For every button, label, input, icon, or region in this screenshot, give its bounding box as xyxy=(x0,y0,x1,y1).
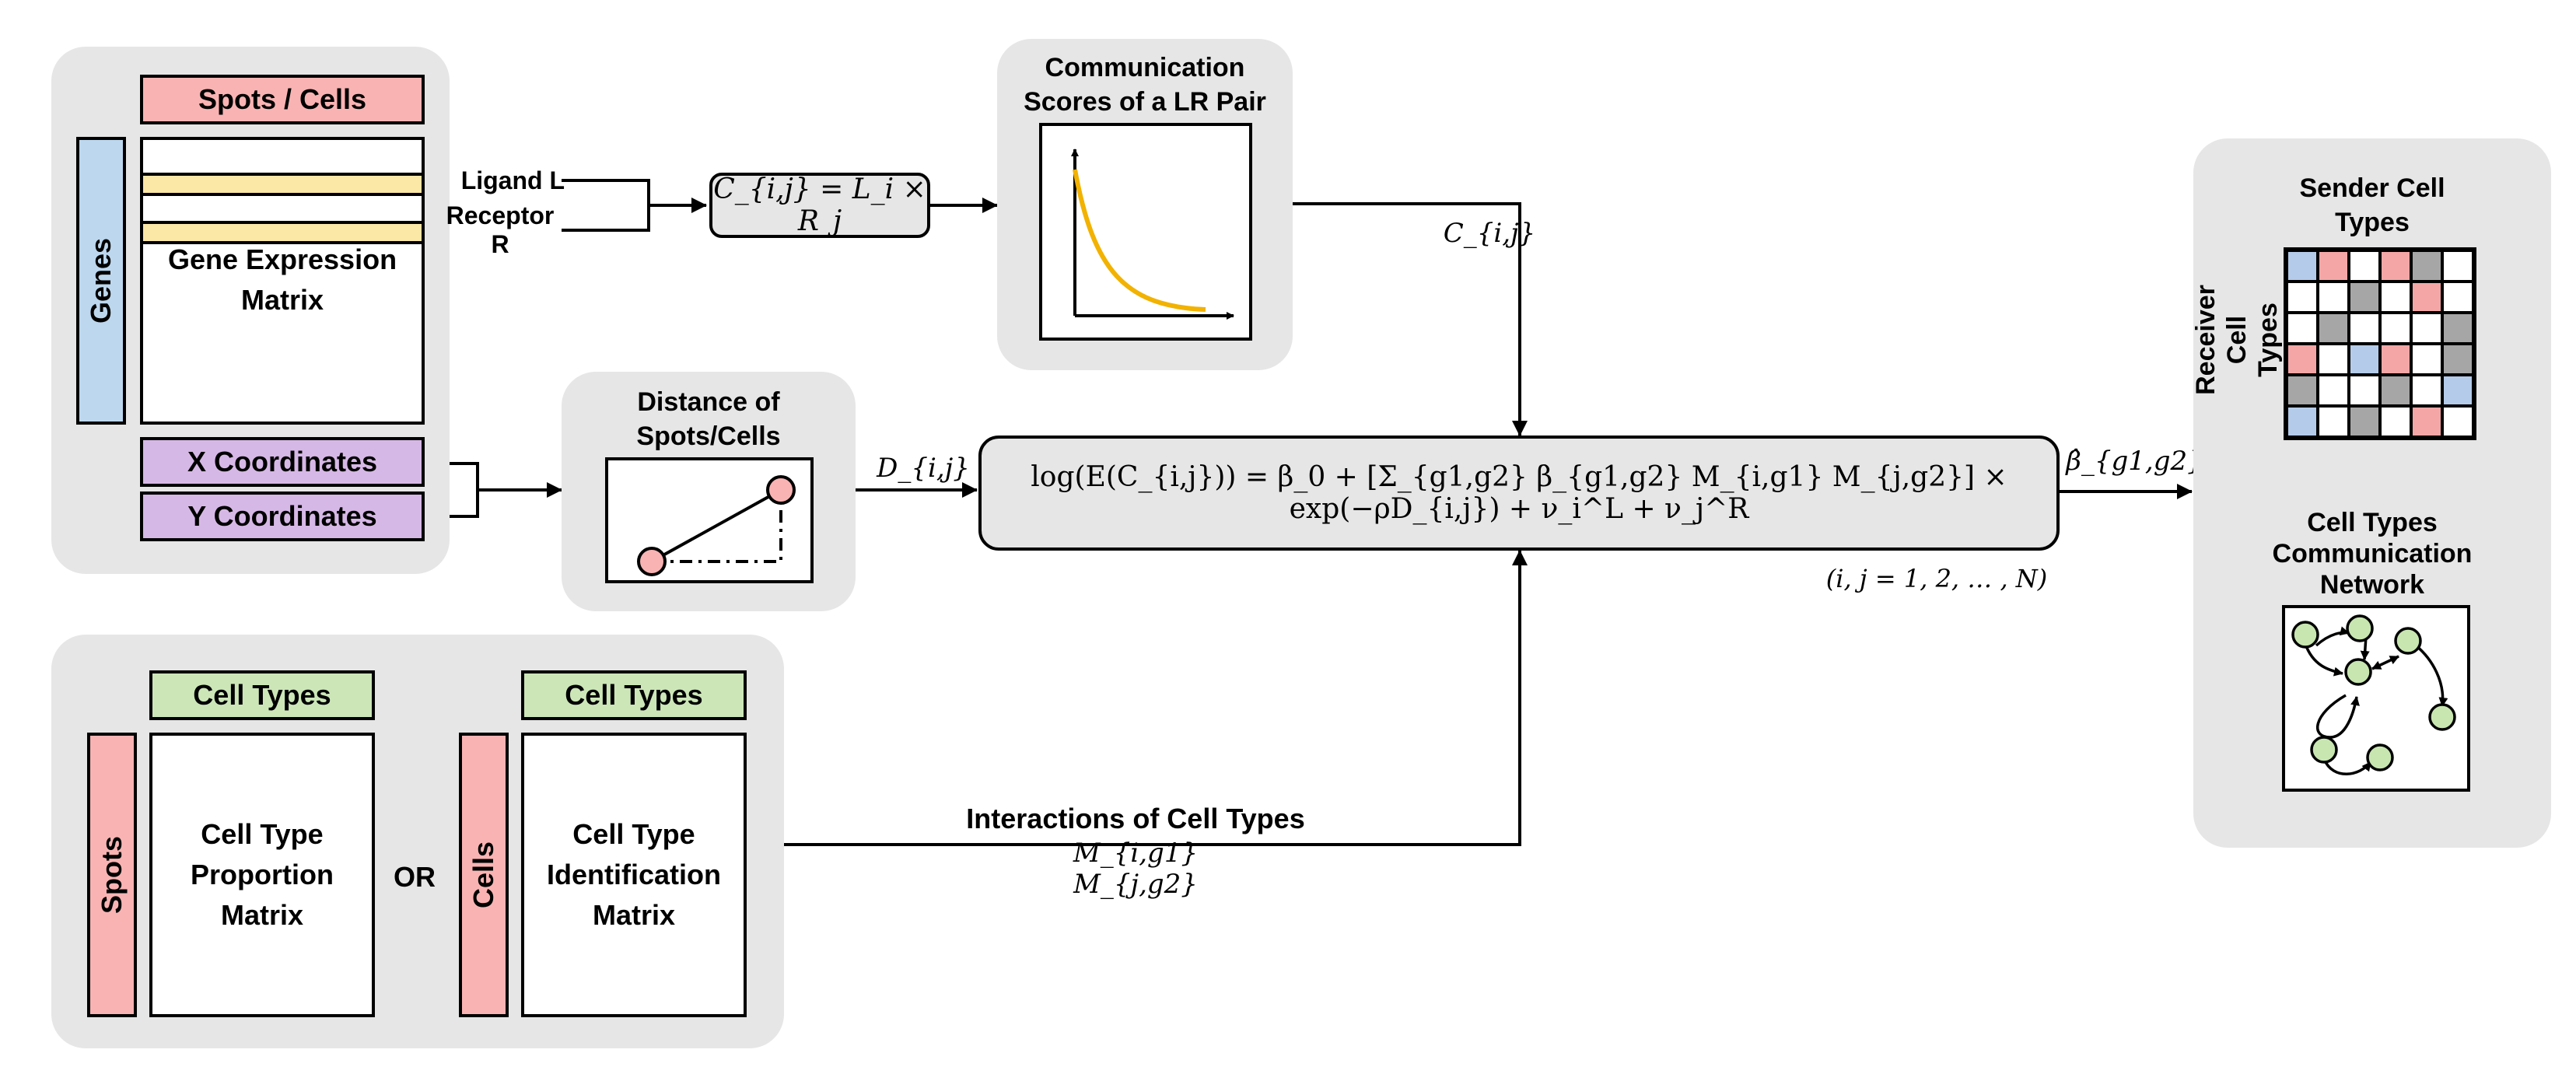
heatmap-cell xyxy=(2349,282,2380,313)
heatmap-cell xyxy=(2318,406,2349,437)
model-equation-box: log(E(C_{i,j})) = β_0 + [Σ_{g1,g2} β_{g1… xyxy=(978,436,2060,551)
network-drawing xyxy=(2291,614,2456,775)
heatmap-cell xyxy=(2318,250,2349,282)
heatmap-cell xyxy=(2349,375,2380,406)
net-node xyxy=(2310,736,2338,764)
heatmap-cell xyxy=(2287,313,2318,344)
interactions-label: Interactions of Cell Types xyxy=(966,803,1305,834)
heatmap-cell xyxy=(2442,406,2473,437)
heatmap-cell xyxy=(2349,406,2380,437)
net-edge xyxy=(2322,758,2372,775)
net-node xyxy=(2346,614,2374,642)
beta-output-label: β̂_{g1,g2} xyxy=(2066,446,2204,477)
net-edge xyxy=(2316,694,2360,739)
heatmap-cell xyxy=(2287,406,2318,437)
communication-heatmap xyxy=(2284,247,2476,440)
gene-row-highlight xyxy=(143,173,422,196)
heatmap-cell xyxy=(2349,344,2380,375)
comm-scores-title: Communication Scores of a LR Pair xyxy=(1024,53,1266,117)
heatmap-cell xyxy=(2380,282,2411,313)
genes-label: Genes xyxy=(76,137,126,425)
heatmap-cell xyxy=(2442,313,2473,344)
heatmap-cell xyxy=(2349,313,2380,344)
distance-projection xyxy=(652,490,782,563)
heatmap-cell xyxy=(2380,344,2411,375)
heatmap-cell xyxy=(2287,375,2318,406)
x-coordinates-box: X Coordinates xyxy=(140,437,425,487)
heatmap-cell xyxy=(2380,250,2411,282)
spot-b xyxy=(766,475,796,505)
cell-types-header-left: Cell Types xyxy=(149,670,375,720)
cell-type-identification-matrix: Cell Type Identification Matrix xyxy=(521,733,747,1017)
ligand-bracket xyxy=(562,179,650,232)
heatmap-cell xyxy=(2287,344,2318,375)
heatmap-cell xyxy=(2318,313,2349,344)
net-edge xyxy=(2371,655,2399,670)
gene-row-highlight xyxy=(143,221,422,244)
or-label: OR xyxy=(394,861,436,893)
heatmap-cell xyxy=(2287,282,2318,313)
spots-label: Spots xyxy=(87,733,137,1017)
gene-expression-label: Gene Expression Matrix xyxy=(167,243,397,316)
heatmap-cell xyxy=(2318,282,2349,313)
decay-curve-plot xyxy=(1071,149,1234,320)
heatmap-cell xyxy=(2411,375,2442,406)
net-edge xyxy=(2315,626,2350,647)
y-coordinates-box: Y Coordinates xyxy=(140,492,425,541)
heatmap-cell xyxy=(2442,250,2473,282)
heatmap-cell xyxy=(2411,313,2442,344)
decay-curve xyxy=(1073,169,1206,312)
net-node xyxy=(2291,621,2319,649)
comm-score-edge-label: C_{i,j} xyxy=(1443,218,1536,249)
heatmap-cell xyxy=(2318,344,2349,375)
heatmap-cell xyxy=(2411,344,2442,375)
cell-types-header-right: Cell Types xyxy=(521,670,747,720)
distance-plot-drawing xyxy=(637,475,796,576)
ligand-label: Ligand L xyxy=(460,166,565,194)
index-note: (i, j = 1, 2, … , N) xyxy=(1825,564,2048,593)
heatmap-cell xyxy=(2411,282,2442,313)
cells-label: Cells xyxy=(459,733,509,1017)
scores-to-model-arrow xyxy=(1293,202,1528,436)
receiver-label: Receiver Cell Types xyxy=(2191,285,2283,395)
net-node xyxy=(2428,703,2456,731)
receptor-label: Receptor R xyxy=(446,201,555,258)
net-edge xyxy=(2414,644,2448,707)
interactions-formula: M_{i,g1} M_{j,g2} xyxy=(1073,838,1199,900)
heatmap-cell xyxy=(2442,375,2473,406)
distance-title: Distance of Spots/Cells xyxy=(636,387,781,451)
net-edge xyxy=(2304,643,2343,677)
heatmap-cell xyxy=(2411,250,2442,282)
heatmap-cell xyxy=(2318,375,2349,406)
spot-a xyxy=(637,547,667,576)
heatmap-cell xyxy=(2380,375,2411,406)
network-title: Cell Types Communication Network xyxy=(2272,508,2473,600)
heatmap-cell xyxy=(2349,250,2380,282)
spots-cells-header: Spots / Cells xyxy=(140,75,425,124)
heatmap-cell xyxy=(2380,406,2411,437)
net-node xyxy=(2366,743,2394,771)
net-node xyxy=(2394,627,2422,655)
distance-edge-label: D_{i,j} xyxy=(877,453,970,484)
interactions-to-model-arrow xyxy=(784,550,1528,846)
distance-line xyxy=(651,488,782,563)
heatmap-cell xyxy=(2287,250,2318,282)
score-formula-box: C_{i,j} = L_i × R_j xyxy=(709,173,930,238)
cell-type-proportion-matrix: Cell Type Proportion Matrix xyxy=(149,733,375,1017)
sender-title: Sender Cell Types xyxy=(2299,173,2445,237)
heatmap-cell xyxy=(2442,344,2473,375)
heatmap-cell xyxy=(2442,282,2473,313)
heatmap-cell xyxy=(2411,406,2442,437)
net-node xyxy=(2344,658,2372,686)
heatmap-cell xyxy=(2380,313,2411,344)
